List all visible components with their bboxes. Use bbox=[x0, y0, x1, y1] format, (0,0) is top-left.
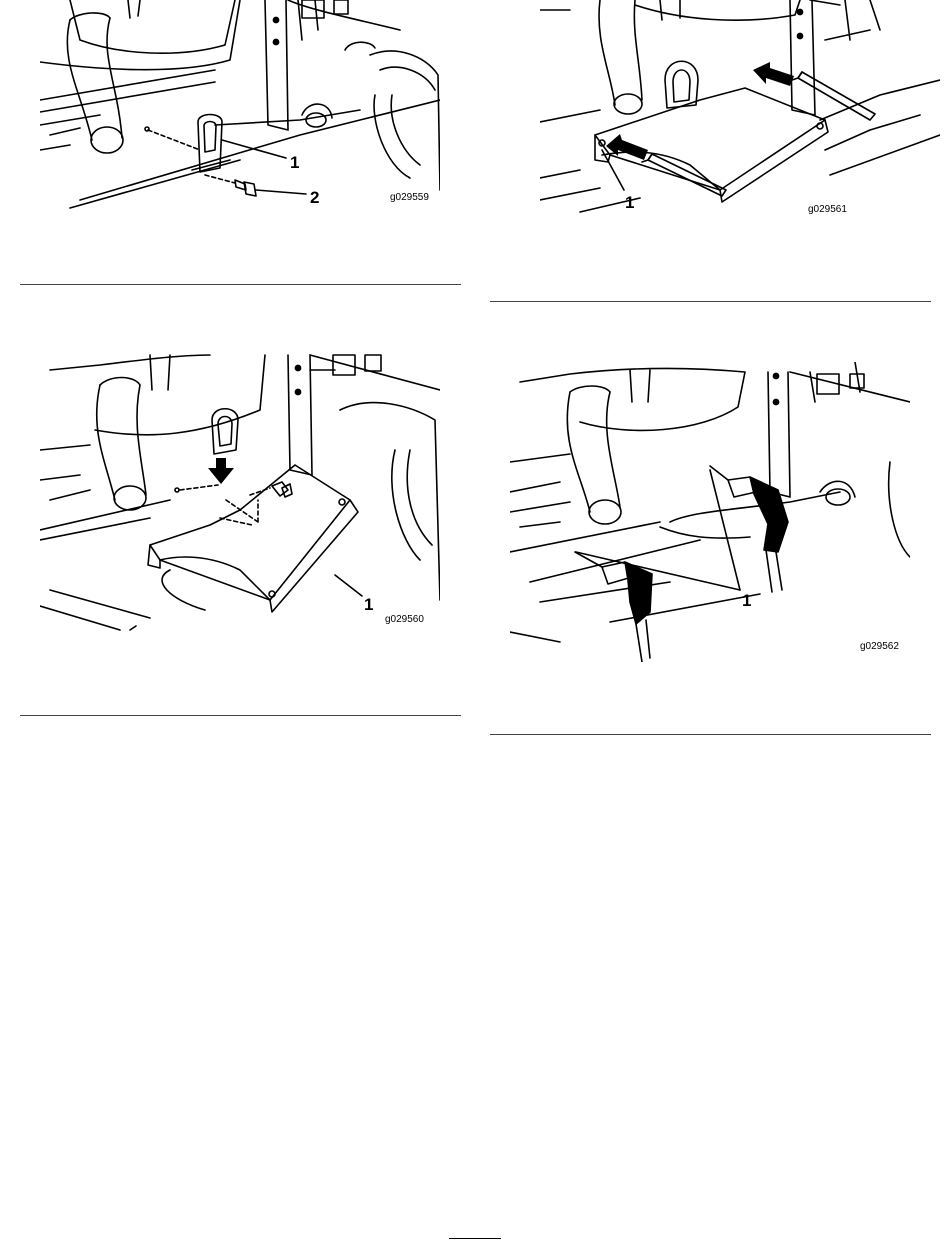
illustration-mark-holes: 1 g029561 bbox=[540, 0, 940, 222]
figure-divider bbox=[20, 715, 461, 716]
figure-code: g029562 bbox=[860, 641, 899, 652]
figure-code: g029560 bbox=[385, 614, 424, 625]
callout-label: 1 bbox=[290, 153, 299, 172]
figure-code: g029561 bbox=[808, 204, 847, 215]
illustration-drill-holes: 1 g029562 bbox=[510, 362, 910, 662]
callout-label: 1 bbox=[742, 591, 751, 610]
figure-g029559: 1 2 g029559 bbox=[40, 0, 440, 210]
callout-label: 2 bbox=[310, 188, 319, 207]
figure-g029561: 1 g029561 bbox=[540, 0, 940, 222]
arrow-icon bbox=[753, 62, 794, 86]
arrow-down-icon bbox=[208, 458, 234, 484]
callout-label: 1 bbox=[364, 595, 373, 614]
figure-divider bbox=[490, 734, 931, 735]
figure-g029562: 1 g029562 bbox=[510, 362, 910, 662]
page-number-rule bbox=[449, 1238, 501, 1239]
figure-divider bbox=[490, 301, 931, 302]
illustration-cover-install: 1 g029560 bbox=[40, 350, 440, 640]
figure-divider bbox=[20, 284, 461, 285]
figure-g029560: 1 g029560 bbox=[40, 350, 440, 640]
callout-label: 1 bbox=[625, 193, 634, 212]
figure-code: g029559 bbox=[390, 192, 429, 203]
illustration-bracket-install: 1 2 g029559 bbox=[40, 0, 440, 210]
